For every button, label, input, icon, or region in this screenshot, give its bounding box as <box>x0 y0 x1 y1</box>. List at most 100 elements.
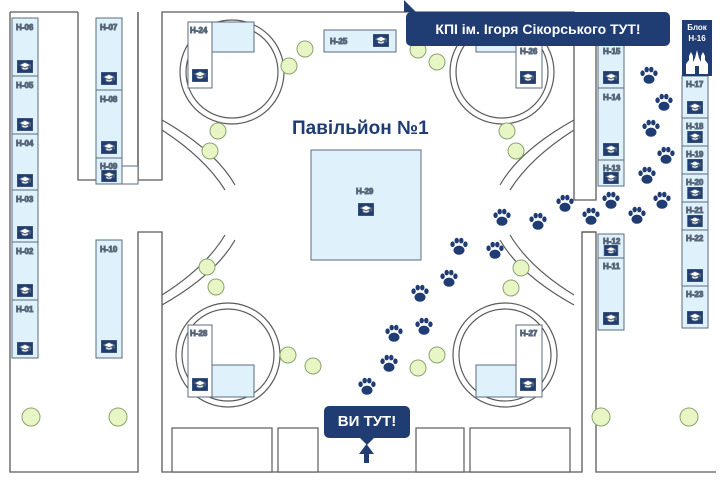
graduation-cap-icon <box>17 118 33 131</box>
graduation-cap-icon <box>17 174 33 187</box>
graduation-cap-icon <box>101 72 117 85</box>
paw-print-icon <box>556 194 574 212</box>
booth-h21[interactable]: Н-21 <box>681 201 709 231</box>
graduation-cap-icon <box>101 170 117 182</box>
trees <box>21 40 699 427</box>
graduation-cap-icon <box>603 312 619 325</box>
svg-text:Н-05: Н-05 <box>16 81 34 90</box>
booth-h04[interactable]: Н-04 <box>11 133 39 191</box>
booth-h19[interactable]: Н-19 <box>681 145 709 175</box>
paw-print-icon <box>602 191 620 209</box>
paw-print-icon <box>450 237 468 255</box>
booth-h24[interactable]: Н-24 <box>187 21 255 89</box>
bottom-blocks <box>171 427 571 473</box>
graduation-cap-icon <box>687 311 703 324</box>
graduation-cap-icon <box>687 187 703 199</box>
svg-text:Н-12: Н-12 <box>603 237 621 246</box>
booth-h07[interactable]: Н-07 <box>95 17 123 91</box>
paw-print-icon <box>628 206 646 224</box>
paw-print-icon <box>655 93 673 111</box>
block-label: Блок <box>687 23 707 32</box>
paw-print-icon <box>657 146 675 164</box>
svg-text:Н-17: Н-17 <box>686 80 704 89</box>
booth-h02[interactable]: Н-02 <box>11 241 39 301</box>
svg-text:Н-29: Н-29 <box>356 187 374 196</box>
svg-text:Н-11: Н-11 <box>603 262 620 271</box>
svg-text:Н-24: Н-24 <box>190 26 208 35</box>
graduation-cap-icon <box>603 71 619 84</box>
booth-h25[interactable]: Н-25 <box>323 29 397 53</box>
tree <box>280 57 298 75</box>
svg-text:Н-04: Н-04 <box>16 139 34 148</box>
paw-print-icon <box>638 166 656 184</box>
graduation-cap-icon <box>17 60 33 73</box>
booth-h17[interactable]: Н-17 <box>681 75 709 119</box>
svg-text:Н-19: Н-19 <box>686 150 704 159</box>
svg-text:Н-22: Н-22 <box>686 234 704 243</box>
kpi-location-callout[interactable]: КПІ ім. Ігоря Сікорського ТУТ! <box>406 12 670 46</box>
pavilion-title: Павільйон №1 <box>292 118 429 139</box>
you-are-here-tail <box>360 438 374 445</box>
kpi-callout-tail <box>404 0 416 12</box>
graduation-cap-icon <box>687 131 703 143</box>
svg-text:Н-06: Н-06 <box>16 23 34 32</box>
svg-text:Н-09: Н-09 <box>100 162 118 171</box>
booth-h28[interactable]: Н-28 <box>187 324 255 398</box>
svg-text:Н-08: Н-08 <box>100 95 118 104</box>
graduation-cap-icon <box>192 378 208 391</box>
booth-h18[interactable]: Н-18 <box>681 117 709 147</box>
graduation-cap-icon <box>603 245 619 256</box>
booth-h27[interactable]: Н-27 <box>475 324 543 398</box>
booth-h12[interactable]: Н-12 <box>597 233 625 259</box>
paw-print-icon <box>486 241 504 259</box>
you-are-here-callout[interactable]: ВИ ТУТ! <box>324 406 410 438</box>
booth-h20[interactable]: Н-20 <box>681 173 709 203</box>
booth-h15[interactable]: Н-15 <box>597 41 625 89</box>
svg-text:Н-07: Н-07 <box>100 23 118 32</box>
graduation-cap-icon <box>101 141 117 154</box>
booth-h11[interactable]: Н-11 <box>597 257 625 331</box>
graduation-cap-icon <box>17 226 33 239</box>
paw-print-icon <box>529 212 547 230</box>
svg-text:Н-28: Н-28 <box>190 329 208 338</box>
graduation-cap-icon <box>192 69 208 82</box>
graduation-cap-icon <box>603 143 619 156</box>
booth-h03[interactable]: Н-03 <box>11 189 39 243</box>
graduation-cap-icon <box>687 269 703 282</box>
graduation-cap-icon <box>687 215 703 227</box>
booth-h08[interactable]: Н-08 <box>95 89 123 159</box>
svg-text:Н-20: Н-20 <box>686 178 704 187</box>
graduation-cap-icon <box>520 71 536 84</box>
graduation-cap-icon <box>520 378 536 391</box>
graduation-cap-icon <box>358 203 374 216</box>
booth-h14[interactable]: Н-14 <box>597 87 625 161</box>
castle-icon <box>686 50 708 74</box>
booth-h13[interactable]: Н-13 <box>597 159 625 187</box>
arrow-up-icon <box>359 444 374 463</box>
paw-print-icon <box>358 377 376 395</box>
svg-text:Н-26: Н-26 <box>520 47 538 56</box>
booth-h06[interactable]: Н-06 <box>11 17 39 77</box>
booth-h05[interactable]: Н-05 <box>11 75 39 135</box>
paw-print-icon <box>415 317 433 335</box>
booth-h10[interactable]: Н-10 <box>95 239 123 359</box>
svg-text:Н-15: Н-15 <box>603 47 621 56</box>
graduation-cap-icon <box>603 172 619 184</box>
booth-h29[interactable]: Н-29 <box>310 149 422 261</box>
booth-h01[interactable]: Н-01 <box>11 299 39 359</box>
graduation-cap-icon <box>101 340 117 353</box>
booth-h22[interactable]: Н-22 <box>681 229 709 287</box>
graduation-cap-icon <box>687 159 703 171</box>
paw-print-icon <box>493 208 511 226</box>
svg-text:Н-10: Н-10 <box>100 245 118 254</box>
paw-print-icon <box>653 191 671 209</box>
graduation-cap-icon <box>373 34 389 47</box>
booth-h09[interactable]: Н-09 <box>95 157 139 185</box>
graduation-cap-icon <box>17 342 33 355</box>
svg-text:Н-03: Н-03 <box>16 195 34 204</box>
paw-print-icon <box>385 324 403 342</box>
booth-h23[interactable]: Н-23 <box>681 285 709 329</box>
graduation-cap-icon <box>17 284 33 297</box>
paw-print-icon <box>411 284 429 302</box>
